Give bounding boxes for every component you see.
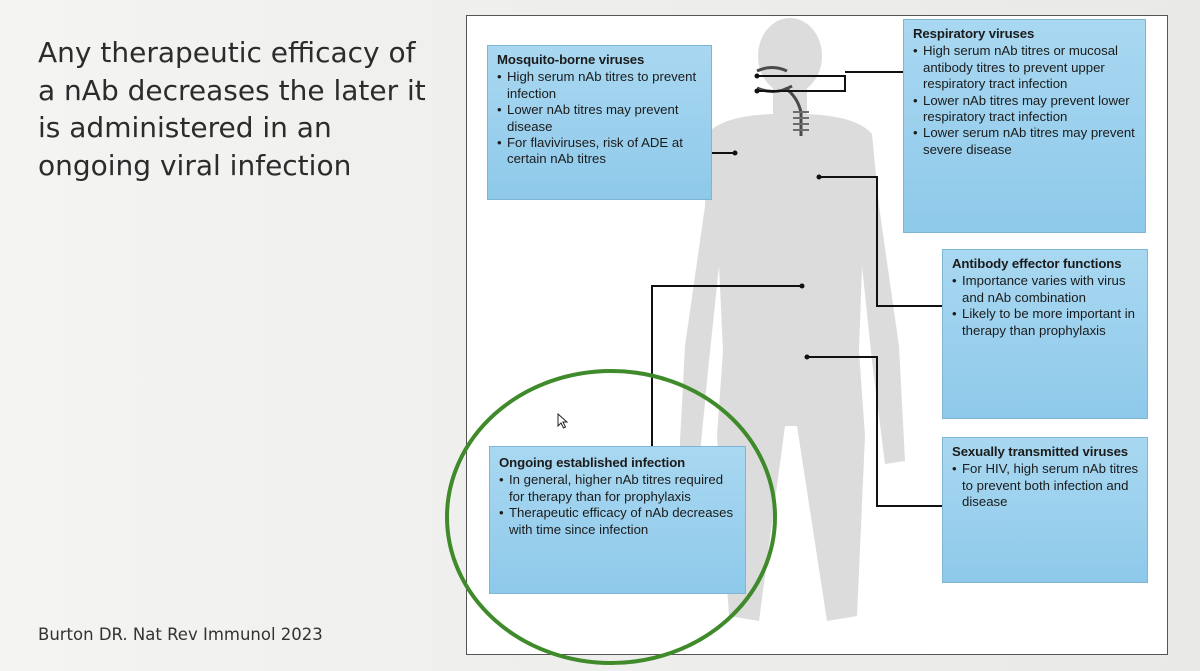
bullet-item: High serum nAb titres to prevent infecti… (497, 69, 703, 102)
bullet-item: In general, higher nAb titres required f… (499, 472, 737, 505)
arrow-cursor-icon (557, 413, 569, 429)
bullet-item: Lower nAb titres may prevent lower respi… (913, 93, 1137, 126)
antibody-effector-functions-box: Antibody effector functions Importance v… (942, 249, 1148, 419)
bullet-item: Likely to be more important in therapy t… (952, 306, 1139, 339)
citation: Burton DR. Nat Rev Immunol 2023 (38, 625, 323, 644)
respiratory-viruses-box: Respiratory viruses High serum nAb titre… (903, 19, 1146, 233)
bullet-item: For flaviviruses, risk of ADE at certain… (497, 135, 703, 168)
bullet-item: Importance varies with virus and nAb com… (952, 273, 1139, 306)
slide-title: Any therapeutic efficacy of a nAb decrea… (38, 36, 426, 182)
bullet-item: Lower nAb titres may prevent disease (497, 102, 703, 135)
box-title: Antibody effector functions (952, 256, 1122, 271)
box-title: Mosquito-borne viruses (497, 52, 645, 67)
bullet-item: Lower serum nAb titres may prevent sever… (913, 125, 1137, 158)
figure-panel: Mosquito-borne viruses High serum nAb ti… (466, 15, 1168, 655)
bullet-item: High serum nAb titres or mucosal antibod… (913, 43, 1137, 92)
mosquito-borne-viruses-box: Mosquito-borne viruses High serum nAb ti… (487, 45, 712, 200)
box-title: Respiratory viruses (913, 26, 1035, 41)
bullet-item: For HIV, high serum nAb titres to preven… (952, 461, 1139, 510)
box-title: Sexually transmitted viruses (952, 444, 1129, 459)
bullet-item: Therapeutic efficacy of nAb decreases wi… (499, 505, 737, 538)
sexually-transmitted-viruses-box: Sexually transmitted viruses For HIV, hi… (942, 437, 1148, 583)
ongoing-established-infection-box: Ongoing established infection In general… (489, 446, 746, 594)
box-title: Ongoing established infection (499, 455, 686, 470)
